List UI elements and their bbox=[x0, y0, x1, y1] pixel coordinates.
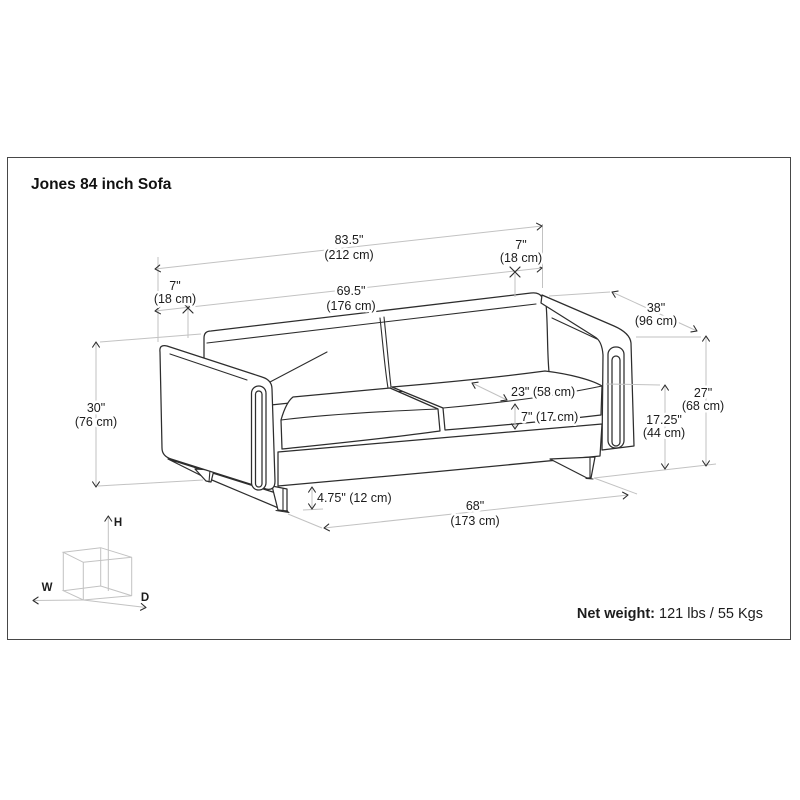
height-axis-label: H bbox=[114, 517, 122, 529]
label-arm-left-in: 7" bbox=[169, 279, 180, 293]
x-mark-left bbox=[182, 302, 194, 314]
width-axis-arrow bbox=[32, 596, 84, 605]
dim-line-overall-width bbox=[154, 222, 543, 273]
label-interior-width-in: 69.5" bbox=[337, 284, 366, 298]
label-overall-height-in: 30" bbox=[87, 401, 105, 415]
label-seat-depth: 23" (58 cm) bbox=[511, 385, 575, 399]
page-title: Jones 84 inch Sofa bbox=[31, 176, 172, 193]
label-overall-depth-cm: (96 cm) bbox=[635, 314, 677, 328]
net-weight-note: Net weight:121 lbs / 55 Kgs bbox=[577, 606, 763, 622]
dim-line-seat-depth bbox=[471, 381, 508, 402]
label-interior-width-cm: (176 cm) bbox=[326, 299, 375, 313]
label-back-height-in: 27" bbox=[694, 386, 712, 400]
label-base-width-in: 68" bbox=[466, 499, 484, 513]
label-arm-right-in: 7" bbox=[515, 238, 526, 252]
label-overall-depth-in: 38" bbox=[647, 301, 665, 315]
label-leg-clearance: 4.75" (12 cm) bbox=[317, 491, 392, 505]
axis-cube-icon: H W D bbox=[32, 515, 149, 611]
label-overall-width-cm: (212 cm) bbox=[324, 248, 373, 262]
label-overall-width-in: 83.5" bbox=[335, 233, 364, 247]
label-cushion-thickness: 7" (17 cm) bbox=[521, 410, 578, 424]
net-weight-label: Net weight: bbox=[577, 606, 655, 622]
dim-line-interior-width bbox=[154, 264, 543, 315]
label-overall-height-cm: (76 cm) bbox=[75, 415, 117, 429]
label-seat-height-in: 17.25" bbox=[646, 413, 682, 427]
dim-line-overall-depth bbox=[611, 290, 698, 333]
dimension-lines bbox=[92, 222, 717, 532]
x-mark-right bbox=[509, 266, 521, 278]
width-axis-label: W bbox=[42, 582, 53, 594]
sofa-drawing bbox=[159, 292, 635, 514]
label-seat-height-cm: (44 cm) bbox=[643, 426, 685, 440]
net-weight-value: 121 lbs / 55 Kgs bbox=[659, 606, 763, 622]
label-arm-left-cm: (18 cm) bbox=[154, 292, 196, 306]
label-back-height-cm: (68 cm) bbox=[682, 399, 724, 413]
dim-line-base-width bbox=[323, 491, 629, 532]
depth-axis-label: D bbox=[141, 592, 149, 604]
dimension-labels: 83.5" (212 cm) 7" (18 cm) 7" (18 cm) 69.… bbox=[72, 231, 726, 531]
depth-axis-arrow bbox=[83, 599, 147, 611]
label-base-width-cm: (173 cm) bbox=[450, 514, 499, 528]
label-arm-right-cm: (18 cm) bbox=[500, 251, 542, 265]
diagram-border-frame bbox=[7, 157, 791, 640]
